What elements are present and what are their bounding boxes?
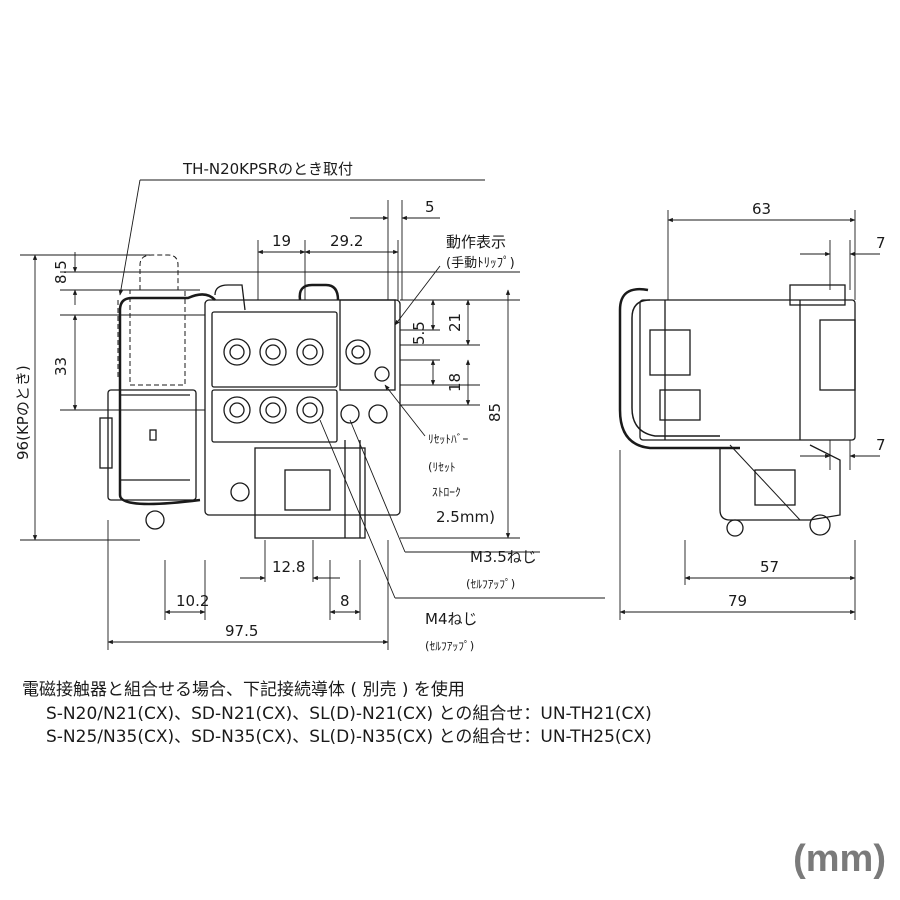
dim-63: 63: [752, 200, 771, 218]
dim-8-5: 8.5: [52, 260, 70, 284]
terminal-screws: [223, 338, 388, 424]
dim-18: 18: [446, 373, 464, 392]
dim-33: 33: [52, 357, 70, 376]
label-m35-2: (ｾﾙﾌｱｯﾌﾟ): [466, 577, 515, 591]
dim-5: 5: [425, 198, 435, 216]
side-body: [639, 299, 856, 441]
dim-5-5: 5.5: [410, 321, 428, 345]
dim-7-top: 7: [876, 234, 886, 252]
label-reset-3: ｽﾄﾛｰｸ: [432, 485, 461, 499]
label-m35-1: M3.5ねじ: [470, 548, 537, 566]
front-view: [99, 254, 401, 539]
dim-12-8: 12.8: [272, 558, 305, 576]
dim-57: 57: [760, 558, 779, 576]
dimension-lines: [20, 179, 880, 650]
note-line-3: S-N25/N35(CX)、SD-N35(CX)、SL(D)-N35(CX) と…: [46, 727, 652, 747]
label-reset-2: (ﾘｾｯﾄ: [428, 460, 456, 474]
label-m4-2: (ｾﾙﾌｱｯﾌﾟ): [425, 639, 474, 653]
label-m4-1: M4ねじ: [425, 610, 478, 628]
label-indicator-2: (手動ﾄﾘｯﾌﾟ): [446, 256, 515, 271]
label-indicator-1: 動作表示: [446, 233, 506, 251]
note-line-1: 電磁接触器と組合せる場合、下記接続導体 ( 別売 ) を使用: [22, 680, 465, 700]
label-kp-height: 96(KPのとき): [14, 365, 32, 460]
dim-19: 19: [272, 232, 291, 250]
kpsr-attachment-outline: [117, 254, 186, 386]
wire-loop-left: [118, 293, 216, 506]
left-module: [107, 389, 197, 501]
label-reset-4: 2.5mm): [436, 508, 495, 526]
dim-21: 21: [446, 313, 464, 332]
relay-body: [204, 299, 401, 516]
note-line-2: S-N20/N21(CX)、SD-N21(CX)、SL(D)-N21(CX) と…: [46, 704, 652, 724]
trip-indicator: [345, 339, 371, 365]
dim-79: 79: [728, 592, 747, 610]
dim-10-2: 10.2: [176, 592, 209, 610]
label-mount-note: TH-N20KPSRのとき取付: [182, 160, 353, 178]
dimension-labels: TH-N20KPSRのとき取付 5 19 29.2 動作表示 (手動ﾄﾘｯﾌﾟ)…: [14, 160, 886, 653]
side-wire: [618, 287, 740, 450]
unit-label: (mm): [793, 838, 886, 880]
label-reset-1: ﾘｾｯﾄﾊﾞｰ: [428, 432, 468, 446]
dim-97-5: 97.5: [225, 622, 258, 640]
dim-85: 85: [486, 403, 504, 422]
dim-8: 8: [340, 592, 350, 610]
side-view: [618, 284, 856, 537]
dim-7-mid: 7: [876, 436, 886, 454]
dim-29-2: 29.2: [330, 232, 363, 250]
